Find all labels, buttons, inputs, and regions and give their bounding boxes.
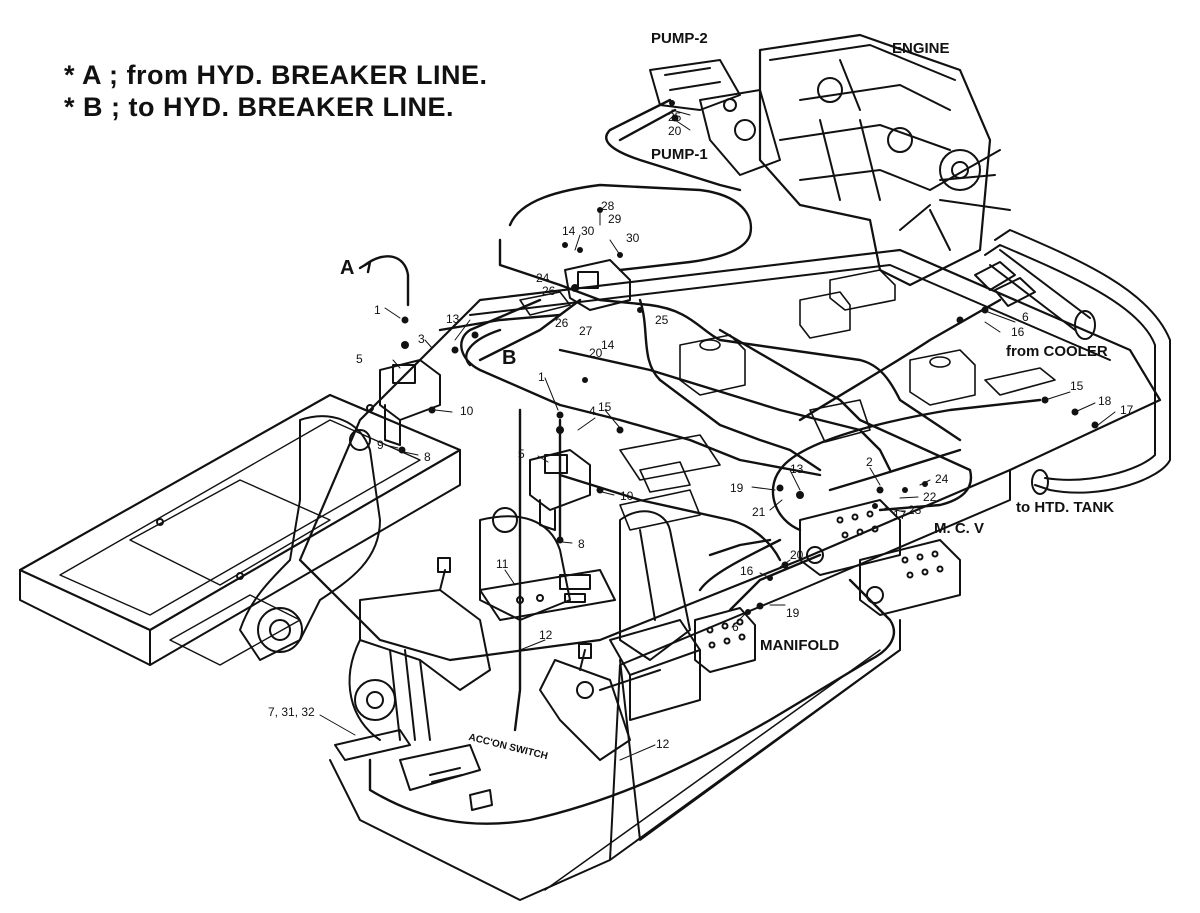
callout-18: 18	[1098, 394, 1112, 408]
note-b: * B ; to HYD. BREAKER LINE.	[64, 92, 455, 122]
callout-24: 24	[935, 472, 949, 486]
callout-20: 20	[790, 548, 804, 562]
callout-13: 13	[790, 462, 804, 476]
label-pump-2: PUMP-2	[651, 30, 708, 47]
marker-b: B	[502, 347, 517, 369]
callout-14: 14	[601, 338, 615, 352]
callout-5: 5	[518, 447, 525, 461]
callout-2: 2	[866, 455, 873, 469]
switch-panel	[479, 569, 616, 621]
callout-19: 19	[730, 481, 744, 495]
pumps	[649, 59, 781, 176]
callout-30: 30	[581, 224, 595, 238]
callout-12: 12	[539, 628, 553, 642]
callout-1: 1	[538, 370, 545, 384]
callout-20: 20	[589, 346, 603, 360]
engine-block	[758, 33, 1011, 287]
frame-brackets	[519, 269, 1056, 531]
callout-14: 14	[562, 224, 576, 238]
label-pump-1: PUMP-1	[651, 146, 708, 163]
callout-27: 27	[579, 324, 593, 338]
return-pipes	[974, 229, 1171, 495]
marker-a: A	[340, 257, 355, 279]
label-mcv: M. C. V	[934, 520, 985, 537]
callout-9: 9	[377, 438, 384, 452]
label-to-tank: to HTD. TANK	[1016, 499, 1115, 516]
callout-17: 17	[1120, 403, 1134, 417]
breaker-lines	[358, 255, 502, 367]
operator-seat	[599, 510, 701, 721]
callout-3: 3	[418, 332, 425, 346]
callout-10: 10	[460, 404, 474, 418]
callout-29: 29	[608, 212, 622, 226]
hydraulic-hoses	[368, 98, 1042, 825]
callout-4: 4	[589, 404, 596, 418]
note-a: * A ; from HYD. BREAKER LINE.	[64, 60, 488, 90]
operator-controls	[334, 557, 631, 811]
callout-6: 6	[1022, 310, 1029, 324]
callout-24: 24	[536, 271, 550, 285]
callout-19: 19	[786, 606, 800, 620]
callout-21: 21	[752, 505, 766, 519]
callout-26: 26	[542, 284, 556, 298]
callout-6: 6	[732, 620, 739, 634]
callout-8: 8	[578, 537, 585, 551]
track-frame	[18, 393, 462, 666]
callout-30: 30	[626, 231, 640, 245]
callout-23: 23	[908, 503, 922, 517]
callout-7-31-32: 7, 31, 32	[268, 705, 315, 719]
leader-lines	[319, 109, 1116, 761]
callout-20: 20	[668, 124, 682, 138]
label-engine: ENGINE	[892, 40, 950, 57]
label-from-cooler: from COOLER	[1006, 343, 1108, 360]
callout-10: 10	[620, 489, 634, 503]
callout-12: 12	[656, 737, 670, 751]
callout-15: 15	[598, 400, 612, 414]
callout-15: 15	[1070, 379, 1084, 393]
callout-28: 28	[601, 199, 615, 213]
callout-8: 8	[424, 450, 431, 464]
callout-1: 1	[374, 303, 381, 317]
callout-22: 22	[923, 490, 937, 504]
callout-16: 16	[1011, 325, 1025, 339]
callout-5: 5	[356, 352, 363, 366]
callout-25: 25	[655, 313, 669, 327]
callout-16: 16	[740, 564, 754, 578]
fittings	[398, 100, 1099, 615]
callout-26: 26	[555, 316, 569, 330]
upper-frame	[298, 248, 1162, 901]
callout-13: 13	[446, 312, 460, 326]
callout-25: 25	[668, 110, 682, 124]
valve-blocks	[379, 259, 961, 673]
callout-17: 17	[893, 508, 907, 522]
callout-11: 11	[496, 557, 509, 571]
label-manifold: MANIFOLD	[760, 637, 840, 654]
